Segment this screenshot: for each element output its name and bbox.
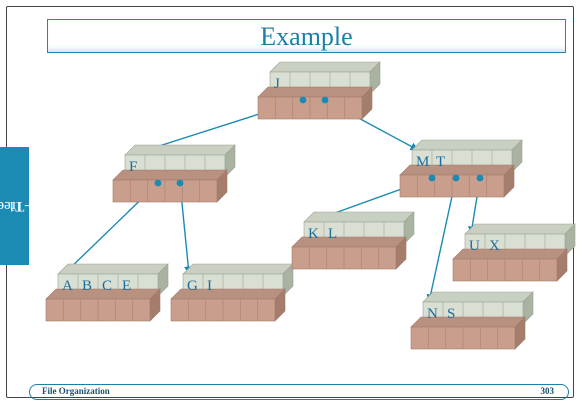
node-key: U — [469, 238, 480, 254]
pointer-dot — [321, 96, 329, 104]
key-row-top-face — [57, 263, 169, 275]
key-row-top-face — [464, 223, 576, 235]
key-row-top-face — [422, 291, 534, 303]
slide-title: Example — [260, 22, 353, 51]
footer-page-number: 303 — [540, 386, 555, 396]
key-row-top-face — [411, 139, 523, 151]
pointer-dot — [299, 96, 307, 104]
node-key: C — [102, 278, 112, 294]
pointer-dot — [452, 174, 460, 182]
pointer-dot — [428, 174, 436, 182]
node-key: T — [436, 154, 445, 170]
node-key: M — [416, 154, 429, 170]
node-key: S — [447, 306, 455, 322]
slide-title-box: Example — [47, 19, 566, 53]
node-key: E — [122, 278, 131, 294]
node-f: F — [112, 144, 236, 203]
pointer-dot — [476, 174, 484, 182]
node-key: F — [129, 159, 137, 175]
key-row-top-face — [124, 144, 236, 156]
node-key: X — [489, 238, 500, 254]
slide-footer: File Organization 303 — [29, 384, 569, 400]
node-key: J — [274, 76, 280, 92]
node-key: A — [62, 278, 73, 294]
node-key: B — [82, 278, 92, 294]
chapter-side-tab: B-Trees 11 — [0, 147, 38, 265]
node-key: K — [308, 226, 319, 242]
node-key: N — [427, 306, 438, 322]
key-row-top-face — [269, 61, 381, 73]
node-key: I — [207, 278, 212, 294]
node-j: J — [257, 61, 381, 120]
key-row-top-face — [303, 211, 415, 223]
footer-course-title: File Organization — [42, 386, 110, 396]
pointer-dot — [154, 179, 162, 187]
tree-edge-arrow — [426, 177, 457, 303]
node-key: L — [328, 226, 337, 242]
pointer-dot — [176, 179, 184, 187]
key-row-top-face — [182, 263, 294, 275]
node-key: G — [187, 278, 198, 294]
